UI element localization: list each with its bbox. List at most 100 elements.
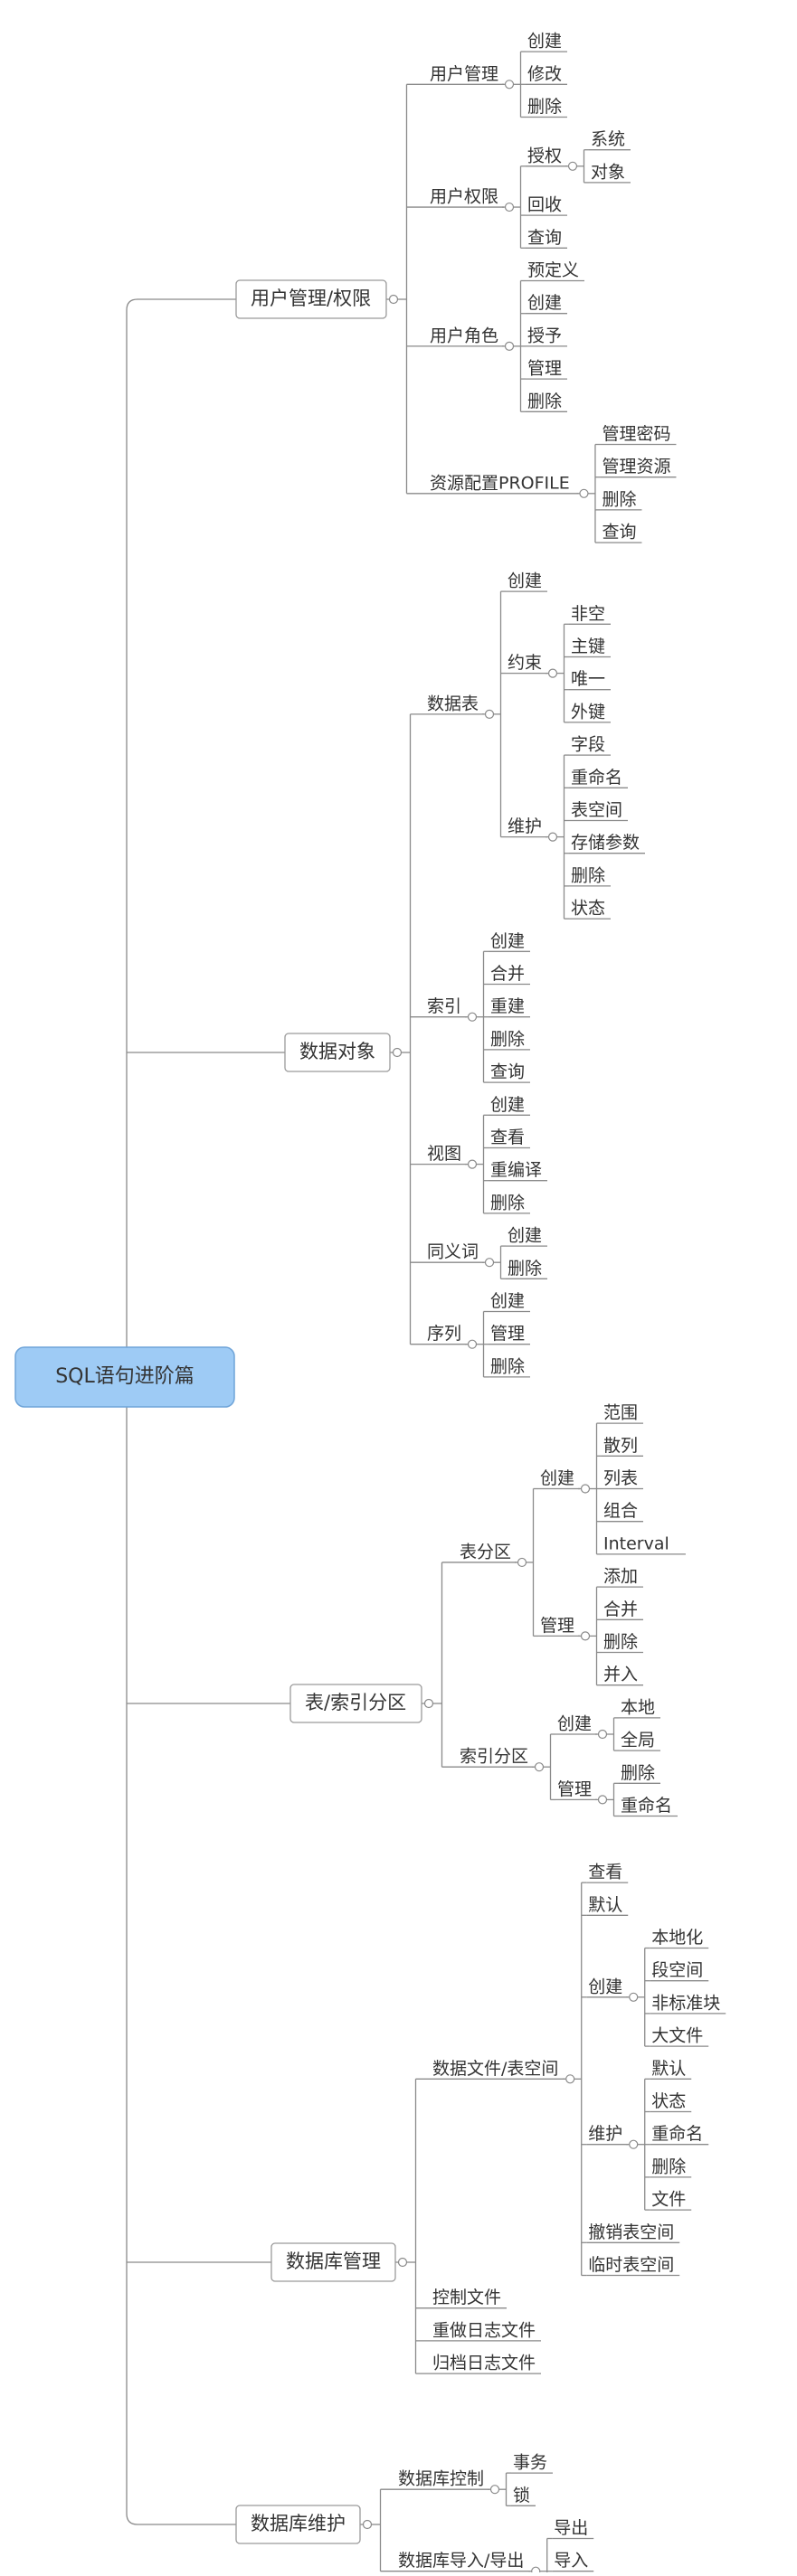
node-label: 范围 <box>603 1403 638 1423</box>
collapse-toggle-icon[interactable] <box>504 341 515 351</box>
collapse-toggle-icon[interactable] <box>567 161 578 171</box>
node-label: 状态 <box>571 899 605 919</box>
collapse-toggle-icon[interactable] <box>489 2485 500 2495</box>
node-label: 重命名 <box>571 768 622 788</box>
node-label: 创建 <box>490 1095 525 1115</box>
topic-label: 用户管理/权限 <box>251 288 371 309</box>
branch-connector <box>126 2513 236 2525</box>
node-label: 控制文件 <box>432 2288 501 2307</box>
node-label: 授予 <box>527 326 562 345</box>
node-label: 对象 <box>591 162 625 182</box>
node-label: 全局 <box>621 1731 655 1750</box>
collapse-toggle-icon[interactable] <box>547 668 558 678</box>
collapse-toggle-icon[interactable] <box>467 1159 478 1169</box>
node-label: 非空 <box>571 604 605 624</box>
node-label: 索引分区 <box>460 1747 528 1767</box>
node-label: 删除 <box>508 1259 542 1279</box>
node-label: 约束 <box>508 653 542 673</box>
collapse-toggle-icon[interactable] <box>580 1631 591 1641</box>
collapse-toggle-icon[interactable] <box>629 2139 639 2149</box>
node-label: 散列 <box>603 1436 638 1456</box>
node-label: 用户管理 <box>430 64 498 84</box>
node-label: 重编译 <box>490 1160 542 1180</box>
node-label: 段空间 <box>651 1960 703 1980</box>
collapse-toggle-icon[interactable] <box>580 1484 591 1494</box>
topic-node[interactable] <box>284 1033 391 1072</box>
node-label: 查看 <box>588 1863 622 1882</box>
node-label: 创建 <box>508 571 542 591</box>
node-label: 管理 <box>540 1616 574 1636</box>
collapse-toggle-icon[interactable] <box>534 1762 545 1772</box>
collapse-toggle-icon[interactable] <box>597 1795 608 1805</box>
collapse-toggle-icon[interactable] <box>517 1557 527 1568</box>
node-label: 同义词 <box>427 1242 479 1262</box>
node-label: 导入 <box>554 2551 588 2571</box>
collapse-toggle-icon[interactable] <box>467 1339 478 1349</box>
collapse-toggle-icon[interactable] <box>484 709 495 719</box>
node-label: 删除 <box>490 1356 525 1376</box>
node-label: 默认 <box>588 1895 622 1915</box>
collapse-toggle-icon[interactable] <box>531 2566 541 2576</box>
root-node[interactable] <box>14 1346 235 1408</box>
topic-label: 表/索引分区 <box>305 1692 406 1713</box>
collapse-toggle-icon[interactable] <box>579 488 589 498</box>
node-label: 视图 <box>427 1144 461 1164</box>
node-label: 用户权限 <box>430 187 498 207</box>
node-label: 创建 <box>527 32 562 52</box>
topic-node[interactable] <box>289 1684 422 1723</box>
node-label: 创建 <box>557 1714 592 1734</box>
node-label: 临时表空间 <box>588 2255 674 2275</box>
node-label: 序列 <box>427 1324 461 1344</box>
node-label: 删除 <box>490 1029 525 1049</box>
collapse-toggle-icon[interactable] <box>467 1012 478 1022</box>
node-label: 管理 <box>527 359 562 379</box>
node-label: 外键 <box>571 702 605 722</box>
node-label: 本地 <box>621 1697 655 1717</box>
collapse-toggle-icon[interactable] <box>565 2074 575 2084</box>
node-label: 管理资源 <box>602 457 670 477</box>
collapse-toggle-icon[interactable] <box>547 832 558 842</box>
collapse-toggle-icon[interactable] <box>504 80 515 90</box>
topic-node[interactable] <box>235 2505 361 2544</box>
node-label: 数据库控制 <box>398 2469 484 2489</box>
node-label: Interval <box>603 1533 669 1553</box>
node-label: 重建 <box>490 996 525 1016</box>
collapse-toggle-icon[interactable] <box>392 1047 403 1058</box>
node-label: 大文件 <box>651 2026 703 2046</box>
node-label: 重命名 <box>651 2124 703 2144</box>
branch-connector <box>126 298 236 311</box>
collapse-toggle-icon[interactable] <box>629 1992 639 2002</box>
collapse-toggle-icon[interactable] <box>484 1258 495 1268</box>
topic-node[interactable] <box>270 2242 396 2282</box>
topic-label: 数据库管理 <box>286 2250 381 2272</box>
node-label: 管理 <box>490 1324 525 1344</box>
node-label: 预定义 <box>527 260 579 280</box>
collapse-toggle-icon[interactable] <box>597 1729 608 1740</box>
node-label: 主键 <box>571 637 605 656</box>
node-label: 删除 <box>490 1193 525 1213</box>
node-label: 删除 <box>621 1763 655 1783</box>
node-label: 查询 <box>602 523 636 543</box>
node-label: 合并 <box>490 964 525 984</box>
node-label: 表分区 <box>460 1542 511 1562</box>
collapse-toggle-icon[interactable] <box>362 2519 373 2530</box>
node-label: 用户角色 <box>430 326 498 345</box>
collapse-toggle-icon[interactable] <box>504 202 515 212</box>
node-label: 表空间 <box>571 800 622 820</box>
collapse-toggle-icon[interactable] <box>423 1698 434 1709</box>
topic-node[interactable] <box>235 279 387 319</box>
node-label: 文件 <box>651 2190 686 2210</box>
node-label: 唯一 <box>571 669 605 689</box>
node-label: 维护 <box>588 2124 622 2144</box>
node-label: 组合 <box>603 1501 638 1521</box>
collapse-toggle-icon[interactable] <box>388 294 399 305</box>
node-label: 事务 <box>513 2453 547 2473</box>
node-label: 合并 <box>603 1599 638 1619</box>
node-label: 授权 <box>527 146 562 165</box>
node-label: 字段 <box>571 735 605 755</box>
node-label: 查看 <box>490 1128 525 1147</box>
node-label: 创建 <box>490 1291 525 1311</box>
collapse-toggle-icon[interactable] <box>397 2257 408 2268</box>
node-label: 撤销表空间 <box>588 2222 674 2242</box>
